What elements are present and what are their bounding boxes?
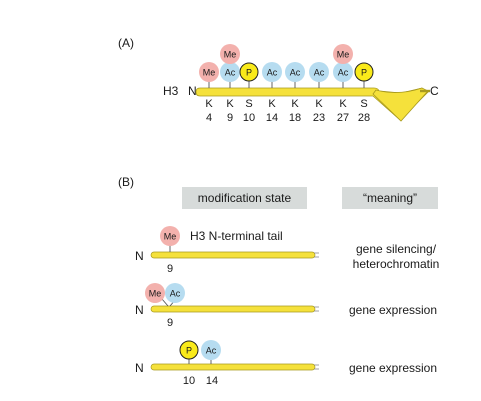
- n-terminus-label: N: [135, 249, 144, 263]
- acetyl-mark: [201, 340, 221, 360]
- residue-aa: K: [339, 98, 347, 110]
- header-meaning-bg: [342, 187, 438, 209]
- phospho-mark: [239, 62, 259, 82]
- residue-pos: 18: [289, 112, 301, 124]
- methyl-mark: [160, 226, 180, 246]
- residue-pos: 14: [266, 112, 278, 124]
- acetyl-mark: [262, 62, 282, 82]
- meaning-line-2: heterochromatin: [353, 257, 440, 271]
- acetyl-mark: [165, 283, 185, 303]
- mark-label: Ac: [170, 289, 181, 299]
- mark-label: Ac: [290, 68, 301, 78]
- n-terminus-label: N: [188, 84, 197, 98]
- header-meaning: “meaning”: [363, 191, 417, 205]
- tail-bar: [150, 251, 316, 259]
- panel-b-label: (B): [118, 175, 134, 189]
- break-mark: [314, 364, 319, 370]
- h3-tail-shape: [195, 87, 429, 121]
- mark-k27-me: Me: [333, 44, 353, 64]
- row-expression-2: N P Ac 10 14 gene expression: [135, 340, 437, 387]
- residue-labels: K 4 K 9 S 10 K 14 K 18 K 23 K 27 S 28: [205, 98, 370, 124]
- residue-aa: K: [205, 98, 213, 110]
- residue-aa: K: [291, 98, 299, 110]
- mark-s10-p: P: [239, 62, 259, 82]
- mark-k9-ac: Ac: [220, 62, 240, 82]
- residue-aa: S: [245, 98, 252, 110]
- n-terminus-label: N: [135, 303, 144, 317]
- mark-label: P: [186, 346, 192, 356]
- mark-label: Ac: [225, 68, 236, 78]
- mark-label: Me: [337, 50, 350, 60]
- panel-a: (A) H3 N C K 4 K 9 S 10 K 14 K 18 K 23 K…: [118, 36, 439, 124]
- histone-name: H3: [163, 84, 179, 98]
- c-terminus-label: C: [430, 84, 439, 98]
- residue-pos: 4: [206, 112, 212, 124]
- break-mark: [314, 306, 319, 312]
- tail-label: H3 N-terminal tail: [190, 229, 283, 243]
- mark-k4-me: Me: [199, 62, 219, 82]
- residue-pos: 9: [167, 317, 173, 329]
- phospho-mark: [354, 62, 374, 82]
- row-silencing: N Me 9 H3 N-terminal tail gene silencing…: [135, 226, 439, 275]
- residue-pos: 28: [358, 112, 370, 124]
- residue-pos: 9: [167, 263, 173, 275]
- n-terminus-label: N: [135, 361, 144, 375]
- panel-a-label: (A): [118, 36, 134, 50]
- mark-label: Me: [203, 68, 216, 78]
- residue-pos: 10: [243, 112, 255, 124]
- residue-pos: 27: [337, 112, 349, 124]
- break-mark: [314, 252, 319, 258]
- methyl-mark: [333, 44, 353, 64]
- row-expression-1: N Me Ac 9 gene expression: [135, 283, 437, 329]
- stem: [161, 298, 169, 307]
- mark-label: Me: [149, 289, 162, 299]
- residue-aa: K: [268, 98, 276, 110]
- mark-s28-p: P: [354, 62, 374, 82]
- meaning-line-1: gene expression: [349, 361, 437, 375]
- mark-label: Me: [164, 232, 177, 242]
- mark-k23-ac: Ac: [309, 62, 329, 82]
- h3-globular-domain: [372, 87, 429, 122]
- mark-label: Ac: [206, 346, 217, 356]
- meaning-line-1: gene silencing/: [356, 242, 437, 256]
- residue-aa: K: [315, 98, 323, 110]
- mark-label: Ac: [338, 68, 349, 78]
- residue-pos: 23: [313, 112, 325, 124]
- mark-k27-ac: Ac: [333, 62, 353, 82]
- residue-aa: S: [360, 98, 367, 110]
- mark-k14-ac: Ac: [262, 62, 282, 82]
- acetyl-mark: [309, 62, 329, 82]
- acetyl-mark: [285, 62, 305, 82]
- methyl-mark: [220, 44, 240, 64]
- residue-pos: 10: [183, 375, 195, 387]
- tail-bar: [150, 305, 316, 313]
- acetyl-mark: [220, 62, 240, 82]
- tail-bar: [150, 363, 316, 371]
- acetyl-mark: [333, 62, 353, 82]
- panel-b: (B) modification state “meaning” N Me 9 …: [118, 175, 439, 387]
- residue-aa: K: [226, 98, 234, 110]
- mark-k9-me: Me: [220, 44, 240, 64]
- methyl-mark: [145, 283, 165, 303]
- mark-label: Me: [224, 50, 237, 60]
- mark-label: Ac: [314, 68, 325, 78]
- residue-pos: 14: [206, 375, 218, 387]
- residue-pos: 9: [227, 112, 233, 124]
- mark-label: Ac: [267, 68, 278, 78]
- mark-label: P: [246, 68, 252, 78]
- header-state-bg: [182, 187, 307, 209]
- methyl-mark: [199, 62, 219, 82]
- header-modification-state: modification state: [198, 191, 292, 205]
- mark-k18-ac: Ac: [285, 62, 305, 82]
- phospho-mark: [179, 340, 199, 360]
- meaning-line-1: gene expression: [349, 303, 437, 317]
- mark-label: P: [361, 68, 367, 78]
